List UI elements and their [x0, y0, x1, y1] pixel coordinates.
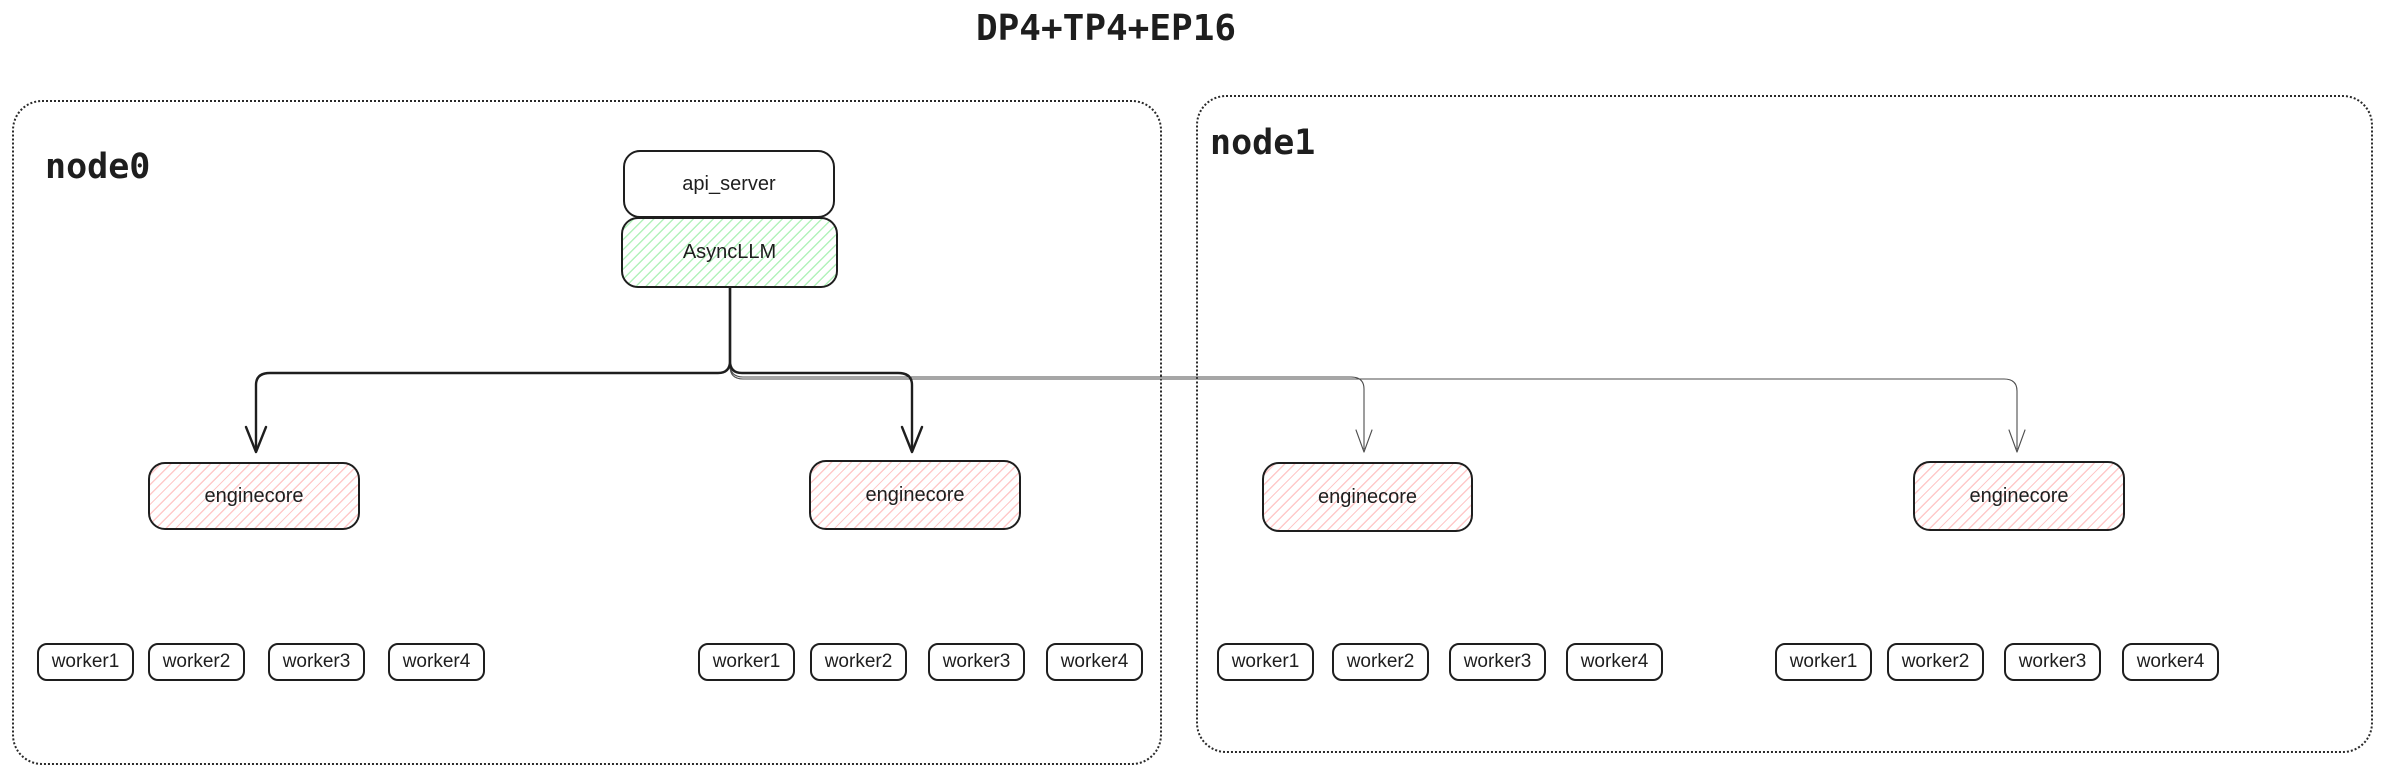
- asyncllm-box: AsyncLLM: [621, 217, 838, 288]
- worker-chip: worker2: [148, 643, 245, 681]
- enginecore-label: enginecore: [1318, 485, 1417, 508]
- worker-chip: worker1: [37, 643, 134, 681]
- api-server-label: api_server: [682, 172, 776, 195]
- enginecore-box-node1-1: enginecore: [1262, 462, 1473, 532]
- worker-chip: worker4: [1566, 643, 1663, 681]
- worker-chip: worker2: [1887, 643, 1984, 681]
- worker-chip: worker1: [698, 643, 795, 681]
- node0-label: node0: [45, 147, 151, 187]
- worker-chip: worker3: [1449, 643, 1546, 681]
- node1-label: node1: [1210, 123, 1316, 163]
- enginecore-box-node0-2: enginecore: [809, 460, 1021, 530]
- worker-chip: worker2: [1332, 643, 1429, 681]
- worker-chip: worker1: [1217, 643, 1314, 681]
- api-server-box: api_server: [623, 150, 835, 218]
- enginecore-label: enginecore: [1969, 484, 2069, 507]
- worker-chip: worker4: [388, 643, 485, 681]
- worker-chip: worker3: [2004, 643, 2101, 681]
- asyncllm-label: AsyncLLM: [682, 241, 777, 263]
- worker-chip: worker4: [1046, 643, 1143, 681]
- enginecore-box-node1-2: enginecore: [1913, 461, 2125, 531]
- enginecore-box-node0-1: enginecore: [148, 462, 360, 530]
- worker-chip: worker4: [2122, 643, 2219, 681]
- worker-chip: worker3: [268, 643, 365, 681]
- worker-chip: worker1: [1775, 643, 1872, 681]
- worker-chip: worker2: [810, 643, 907, 681]
- enginecore-label: enginecore: [204, 484, 304, 507]
- diagram-title: DP4+TP4+EP16: [975, 8, 1237, 49]
- worker-chip: worker3: [928, 643, 1025, 681]
- enginecore-label: enginecore: [865, 483, 965, 506]
